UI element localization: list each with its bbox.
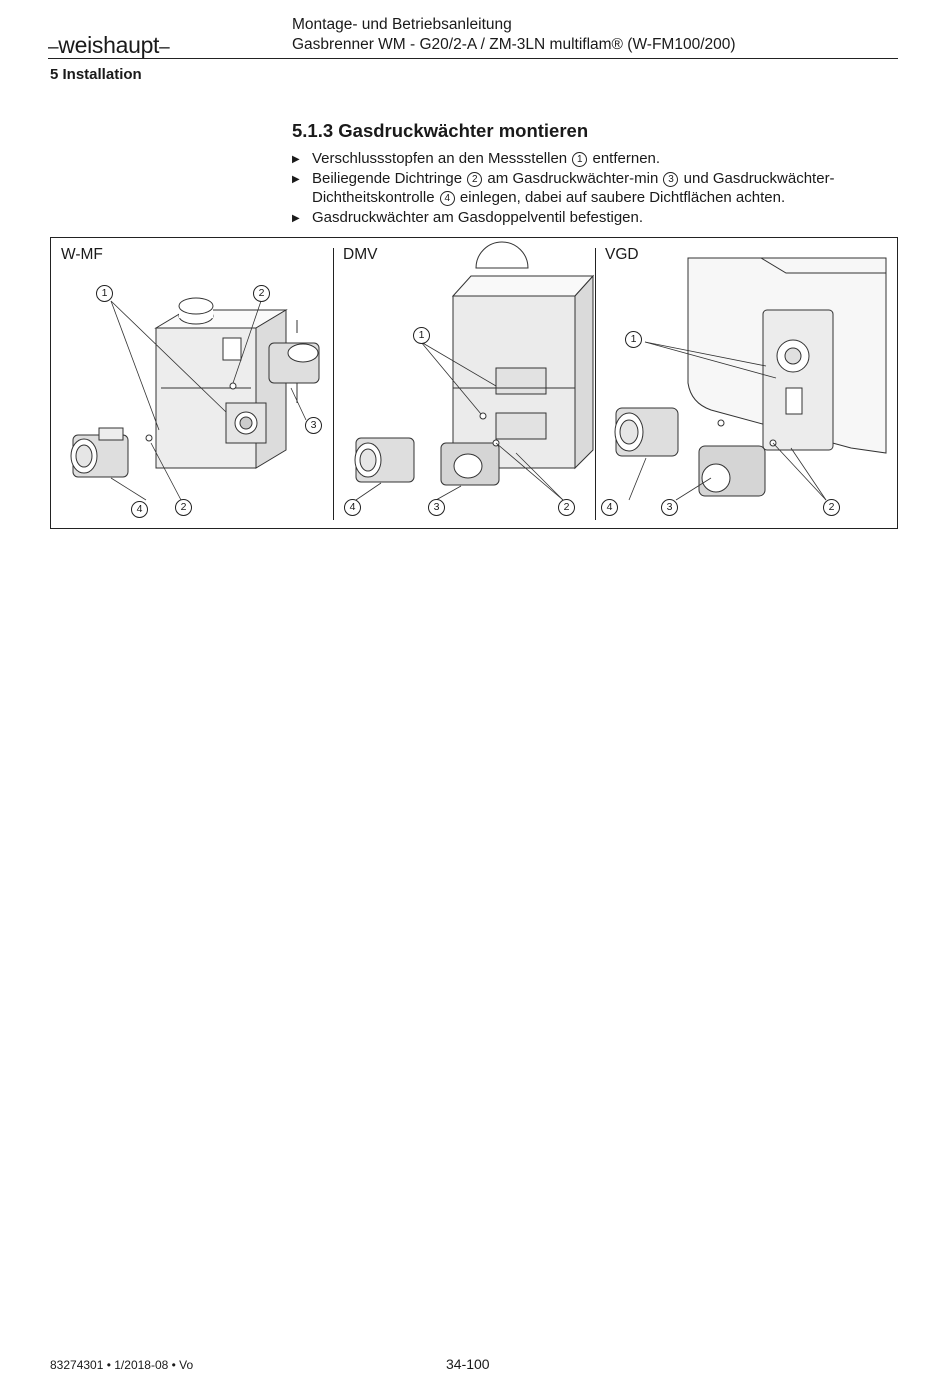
callout-ref: 1 xyxy=(572,152,588,167)
wmf-valve-drawing xyxy=(70,297,320,478)
callout-ref: 4 xyxy=(439,191,455,206)
callout-3: 3 xyxy=(305,417,322,434)
document-code: 83274301 • 1/2018-08 • Vo xyxy=(50,1358,194,1372)
callout-4: 4 xyxy=(344,499,361,516)
callout-2: 2 xyxy=(823,499,840,516)
document-title: Montage- und Betriebsanleitung Gasbrenne… xyxy=(292,15,736,55)
callout-2: 2 xyxy=(558,499,575,516)
brand-logo: –weishaupt– xyxy=(48,32,170,58)
panel-label-wmf: W-MF xyxy=(61,246,103,263)
page-number: 34-100 xyxy=(446,1356,490,1372)
callout-ref: 3 xyxy=(663,171,679,187)
step-item: ▶Verschlussstopfen an den Messstellen 1 … xyxy=(292,149,902,169)
callout-3: 3 xyxy=(428,499,445,516)
callout-ref: 2 xyxy=(467,171,483,187)
leader-lines xyxy=(110,300,827,501)
triangle-right-icon: ▶ xyxy=(292,212,300,224)
callout-1: 1 xyxy=(413,327,430,344)
triangle-right-icon: ▶ xyxy=(292,154,300,165)
callout-4: 4 xyxy=(601,499,618,516)
panel-label-dmv: DMV xyxy=(343,246,378,263)
callout-2: 2 xyxy=(175,499,192,516)
subsection-heading: 5.1.3 Gasdruckwächter montieren xyxy=(292,120,589,141)
callout-3: 3 xyxy=(661,499,678,516)
callout-1: 1 xyxy=(96,285,113,302)
callout-2: 2 xyxy=(253,285,270,302)
callout-4: 4 xyxy=(131,501,148,518)
callout-1: 1 xyxy=(625,331,642,348)
vgd-valve-drawing xyxy=(614,257,887,497)
title-line-2: Gasbrenner WM - G20/2-A / ZM-3LN multifl… xyxy=(292,36,736,53)
figure-drawings xyxy=(70,241,887,501)
title-line-1: Montage- und Betriebsanleitung xyxy=(292,16,512,33)
dmv-valve-drawing xyxy=(354,241,595,486)
installation-figure: W-MF DMV VGD 1 2 3 4 2 1 4 3 2 1 4 3 2 xyxy=(50,237,898,529)
triangle-right-icon: ▶ xyxy=(292,173,300,185)
panel-divider xyxy=(333,248,334,520)
step-list: ▶Verschlussstopfen an den Messstellen 1 … xyxy=(292,149,902,227)
section-title: 5 Installation xyxy=(50,66,142,83)
step-item: ▶Gasdruckwächter am Gasdoppelventil befe… xyxy=(292,208,902,228)
logo-text: weishaupt xyxy=(58,32,160,58)
panel-divider xyxy=(595,248,596,520)
panel-label-vgd: VGD xyxy=(605,246,639,263)
step-item: ▶Beiliegende Dichtringe 2 am Gasdruckwäc… xyxy=(292,169,835,206)
header-rule xyxy=(48,58,898,59)
